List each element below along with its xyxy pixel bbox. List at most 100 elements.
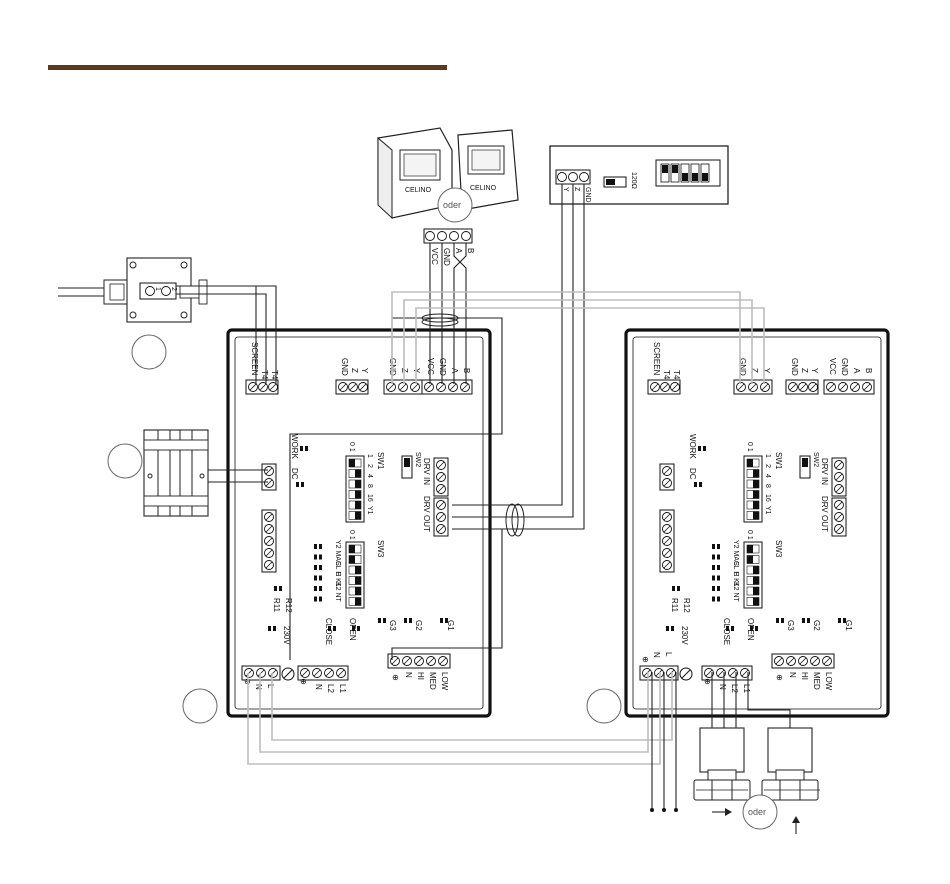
sw3-led <box>314 554 317 560</box>
sw3-led <box>717 554 720 560</box>
callout-circle-1 <box>131 334 167 370</box>
work-label: WORK <box>688 434 697 460</box>
g2-led <box>404 618 407 623</box>
drv-out-label: DRV OUT <box>422 496 431 532</box>
g1-led <box>440 618 443 623</box>
sw1-scale: 0 1 <box>348 442 355 452</box>
relay-led <box>274 586 277 591</box>
z-label-a: Z <box>800 368 809 373</box>
motor-terminal <box>701 665 753 681</box>
sw1-bit-2: 2 <box>366 464 373 468</box>
sw3-led <box>319 575 322 581</box>
sw3-led <box>319 586 322 591</box>
sw3-led <box>717 544 720 549</box>
sw3-led <box>717 596 720 602</box>
relay-r11-label: R11 <box>272 598 281 613</box>
sw3-led <box>712 544 715 549</box>
y-label-b: Y <box>762 368 771 374</box>
sw3-bit-1: MAC <box>334 551 341 567</box>
b-label: B <box>864 368 873 373</box>
vcc-ab-terminal <box>823 379 875 395</box>
fan-n-label: N <box>404 672 413 678</box>
y-label-a: Y <box>360 368 369 374</box>
sw3-bit-0: Y2 <box>334 540 341 549</box>
callout-circle-2 <box>107 443 143 479</box>
n-label: N <box>254 684 263 690</box>
dc-label: DC <box>688 468 697 480</box>
z-label-a: Z <box>350 368 359 373</box>
g2-led <box>802 618 805 623</box>
motor-earth-label: ⊕ <box>300 677 307 686</box>
v230-led <box>273 626 276 631</box>
sw3-label: SW3 <box>774 540 783 558</box>
g3-label: G3 <box>786 620 795 631</box>
z-label-b: Z <box>750 368 759 373</box>
top-terminal-a: A <box>454 248 463 254</box>
fan-n-label: N <box>788 672 797 678</box>
sw1-bit-y1: Y1 <box>764 506 771 515</box>
top-terminal-gnd: GND <box>442 248 451 266</box>
sw1-scale: 0 1 <box>746 442 753 452</box>
callout-circle-4 <box>586 688 622 724</box>
top-terminal-b: B <box>466 248 475 253</box>
header-rule <box>48 65 447 70</box>
g3-label: G3 <box>388 620 397 631</box>
gnd-label-c: GND <box>840 358 849 376</box>
motor-l1-label: L1 <box>742 684 751 693</box>
work-led <box>305 446 308 451</box>
dc-led <box>301 482 304 487</box>
sw1-bit-16: 16 <box>366 494 373 502</box>
sw3-led <box>314 596 317 602</box>
sw1-bit-1: 1 <box>764 454 771 458</box>
module-terminal-z: Z <box>573 187 580 192</box>
g1-led <box>843 618 846 623</box>
sw1-label: SW1 <box>376 452 385 470</box>
sw3-led <box>717 586 720 591</box>
zone-valves-bottom <box>693 727 820 834</box>
oder-badge-bottom <box>742 794 778 830</box>
open-led <box>352 626 355 631</box>
work-led <box>703 446 706 451</box>
relay-led <box>677 586 680 591</box>
work-label: WORK <box>290 434 299 460</box>
sensor-terminal-2: 2 <box>170 287 177 291</box>
open-led <box>357 626 360 631</box>
gnd-label-a: GND <box>340 358 349 376</box>
open-label: OPEN <box>746 618 755 641</box>
motor-earth-label: ⊕ <box>704 677 711 686</box>
v230-led <box>268 626 271 631</box>
sw3-label: SW3 <box>376 540 385 558</box>
v230-led <box>666 626 669 631</box>
sw3-bit-4: K2 <box>334 582 341 591</box>
motor-l1-label: L1 <box>338 684 347 693</box>
sw3-bit-0: Y2 <box>732 540 739 549</box>
t4-label-a: T4 <box>260 370 269 380</box>
work-led <box>300 446 303 451</box>
sw1-bit-2: 2 <box>764 464 771 468</box>
g3-led <box>378 618 381 623</box>
sw3-bit-3: E K1 <box>732 572 739 587</box>
gnd-label-b: GND <box>738 358 747 376</box>
dc-led <box>699 482 702 487</box>
sw3-bit-2: SL H <box>732 561 739 576</box>
drv-in-label: DRV IN <box>422 458 431 485</box>
sw3-led <box>314 586 317 591</box>
v230-label: 230V <box>680 626 689 645</box>
fan-med-label: MED <box>812 672 821 690</box>
sw3-scale: 0 1 <box>348 530 355 540</box>
sw3-led <box>314 565 317 570</box>
fan-hi-label: HI <box>416 672 425 680</box>
g3-led <box>781 618 784 623</box>
sw3-led <box>319 554 322 560</box>
sw1-bit-4: 4 <box>764 474 771 478</box>
g2-label: G2 <box>414 620 423 631</box>
l-label: L <box>664 652 673 657</box>
oder-label-top: oder <box>443 200 461 210</box>
sw1-bit-16: 16 <box>764 494 771 502</box>
fan-med-label: MED <box>428 672 437 690</box>
l-label: L <box>266 684 275 689</box>
drv-out-label: DRV OUT <box>820 496 829 532</box>
vcc-ab-terminal <box>421 379 473 395</box>
